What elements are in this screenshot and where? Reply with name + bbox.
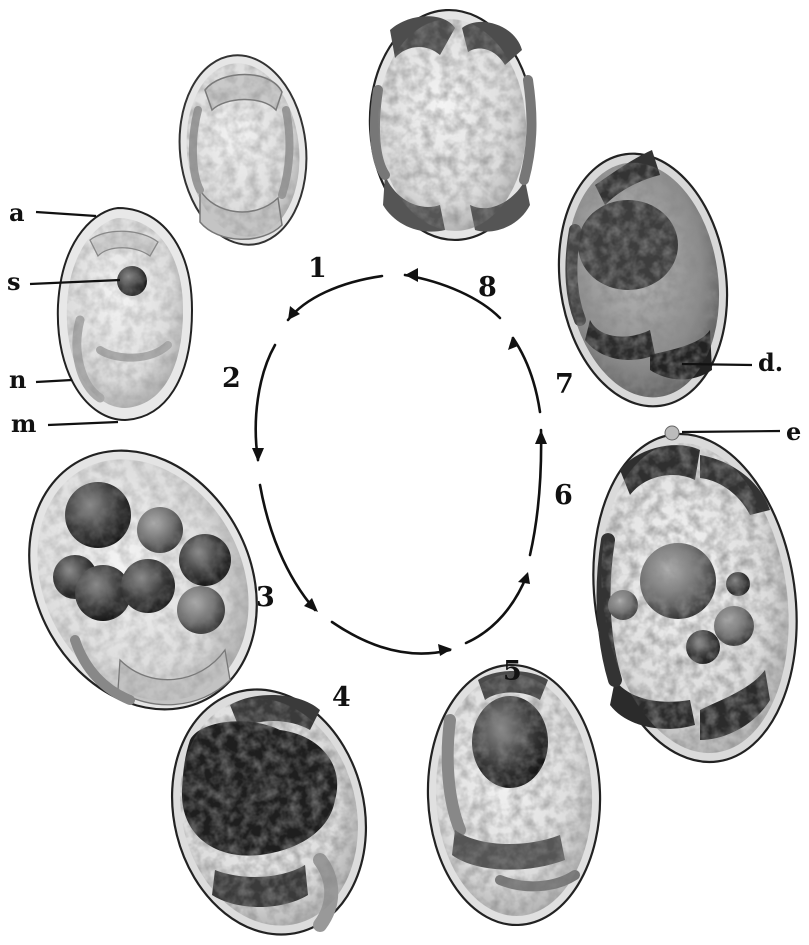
leader-line-m — [48, 422, 118, 425]
cell-stage-8 — [364, 6, 540, 244]
leader-line-a — [36, 212, 96, 216]
cell-stage-1 — [170, 49, 315, 251]
stage-number-6: 6 — [554, 480, 573, 511]
arrow-1 — [405, 268, 418, 282]
stage-number-8: 8 — [478, 272, 497, 303]
stage-number-7: 7 — [555, 369, 574, 400]
arrow-3 — [252, 448, 264, 462]
label-s: s — [7, 267, 21, 296]
cell-stage-4 — [147, 669, 391, 945]
stage-number-5: 5 — [503, 656, 522, 687]
label-n: n — [9, 365, 26, 394]
cycle-ring — [252, 268, 547, 656]
leader-line-n — [36, 380, 72, 382]
leader-line-e — [682, 431, 780, 432]
arrow-6 — [518, 572, 530, 584]
cell-stage-6 — [573, 421, 809, 776]
cell-stage-2 — [58, 208, 192, 420]
label-e: e — [786, 417, 801, 446]
label-m: m — [11, 409, 36, 438]
stage-number-1: 1 — [308, 253, 327, 284]
leader-line-d — [682, 364, 752, 365]
stage-number-2: 2 — [222, 363, 241, 394]
arrow-7 — [535, 430, 547, 444]
stage-number-3: 3 — [256, 582, 275, 613]
arrow-5 — [438, 644, 452, 656]
emerging-particle — [665, 426, 679, 440]
stage-number-4: 4 — [332, 682, 351, 713]
label-d: d. — [758, 348, 783, 377]
label-a: a — [9, 198, 25, 227]
cell-stage-5 — [424, 662, 605, 928]
